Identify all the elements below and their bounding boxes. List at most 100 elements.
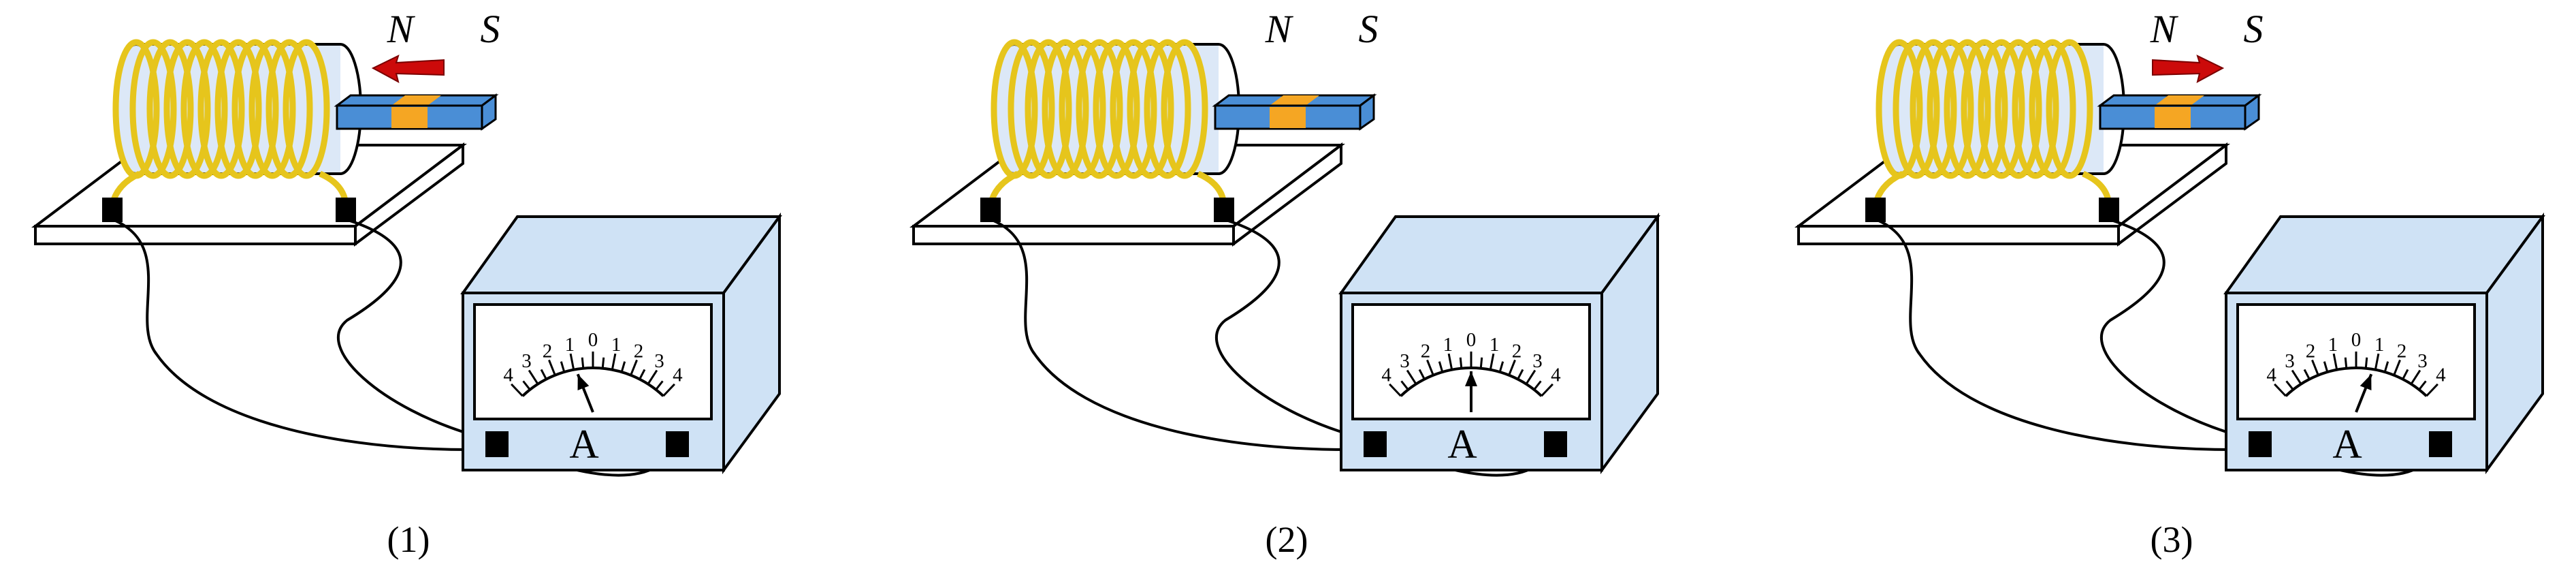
meter-scale-label: 0	[588, 329, 598, 351]
meter-scale-label: 3	[2417, 350, 2428, 372]
panel-caption: (3)	[2151, 519, 2193, 560]
meter-needle-arrowhead	[2360, 374, 2372, 391]
coil-turn	[2029, 39, 2076, 179]
meter-major-tick	[1426, 359, 1434, 376]
meter-terminal-left	[485, 431, 509, 457]
coil-turn	[1076, 39, 1123, 179]
meter-major-tick	[2410, 369, 2421, 385]
base-board-front	[34, 225, 357, 245]
coil-turn	[146, 39, 194, 179]
meter-scale-arc	[2285, 367, 2428, 397]
coil-turn	[231, 39, 279, 179]
meter-major-tick	[1541, 383, 1553, 397]
meter-minor-tick	[2285, 380, 2294, 390]
board-terminal-right	[1214, 198, 1234, 222]
motion-arrow-right	[2152, 55, 2225, 83]
coil-turn	[1059, 39, 1106, 179]
panel-caption: (2)	[1266, 519, 1308, 560]
coil-turn	[2046, 39, 2093, 179]
panel-caption: (1)	[387, 519, 430, 560]
coil-turn	[1961, 39, 2008, 179]
meter-scale-label: 4	[503, 364, 513, 386]
board-terminal-right	[2099, 198, 2119, 222]
coil-turn	[1893, 39, 1940, 179]
base-board-side	[2117, 142, 2227, 247]
wire-right	[2100, 218, 2442, 477]
meter-scale-label: 2	[1421, 340, 1431, 362]
meter-needle-arrowhead	[577, 374, 590, 391]
meter-major-tick	[611, 353, 617, 370]
coil-turn	[1042, 39, 1089, 179]
magnet-south-label: S	[481, 7, 500, 51]
meter-major-tick	[647, 369, 658, 385]
wire-right	[337, 218, 679, 477]
coil-turn	[248, 39, 296, 179]
meter-minor-tick	[2303, 369, 2311, 380]
meter-scale-label: 1	[565, 334, 575, 356]
meter-scale-label: 4	[1551, 364, 1561, 386]
meter-scale-label: 2	[1512, 340, 1522, 362]
meter-minor-tick	[1459, 357, 1463, 369]
meter-scale-label: 4	[2266, 364, 2276, 386]
base-board-side	[1232, 142, 1342, 247]
magnet-end	[481, 93, 497, 131]
meter-scale-label: 1	[1443, 334, 1453, 356]
magnet-north-label: N	[2150, 7, 2179, 51]
meter-major-tick	[2332, 353, 2338, 370]
meter-scale-label: 3	[1400, 350, 1410, 372]
meter-minor-tick	[601, 357, 605, 369]
coil-turn	[1978, 39, 2025, 179]
meter-minor-tick	[2383, 361, 2389, 373]
magnet-front-center	[1270, 107, 1306, 128]
coil-turn	[1093, 39, 1140, 179]
meter-scale-label: 1	[2374, 334, 2385, 356]
meter-needle-arrowhead	[1465, 371, 1477, 386]
meter-major-tick	[2311, 359, 2319, 376]
magnet-north-label: N	[1265, 7, 1294, 51]
magnet-front-center	[391, 107, 428, 128]
coil-turn	[1144, 39, 1191, 179]
coil-turn	[129, 39, 177, 179]
meter-major-tick	[1489, 353, 1495, 370]
meter-major-tick	[528, 369, 539, 385]
wire-left	[112, 218, 470, 451]
meter-scale-label: 3	[521, 350, 532, 372]
meter-minor-tick	[1533, 380, 1542, 390]
meter-minor-tick	[540, 369, 547, 380]
magnet-south-label: S	[1359, 7, 1379, 51]
meter-major-tick	[1406, 369, 1417, 385]
meter-minor-tick	[655, 380, 664, 390]
meter-major-tick	[2426, 383, 2438, 397]
board-terminal-right	[336, 198, 356, 222]
magnet-end	[2244, 93, 2260, 131]
wire-left	[990, 218, 1349, 451]
base-board-side	[354, 142, 464, 247]
coil-turn	[283, 39, 330, 179]
meter-scale-label: 1	[2328, 334, 2338, 356]
meter-terminal-right	[666, 431, 689, 457]
magnet-front-center	[2155, 107, 2191, 128]
coil-turn	[1927, 39, 1974, 179]
meter-minor-tick	[522, 380, 531, 390]
meter-unit-label: A	[1447, 422, 1477, 467]
meter-scale-label: 3	[2285, 350, 2295, 372]
meter-major-tick	[2291, 369, 2302, 385]
coil-turn	[1127, 39, 1174, 179]
meter-major-tick	[1508, 359, 1516, 376]
meter-scale-label: 2	[2306, 340, 2316, 362]
meter-minor-tick	[560, 361, 566, 373]
wire-right	[1215, 218, 1557, 477]
coil-turn	[163, 39, 211, 179]
coil-turn	[214, 39, 262, 179]
meter-scale-arc	[1400, 367, 1543, 397]
coil-turn	[1910, 39, 1957, 179]
magnet-top-center	[391, 95, 441, 106]
meter-terminal-left	[2249, 431, 2272, 457]
meter-major-tick	[2374, 353, 2380, 370]
magnet-north-label: N	[387, 7, 416, 51]
coil-turn	[180, 39, 228, 179]
coil-turn	[2012, 39, 2059, 179]
board-terminal-left	[1865, 198, 1886, 222]
